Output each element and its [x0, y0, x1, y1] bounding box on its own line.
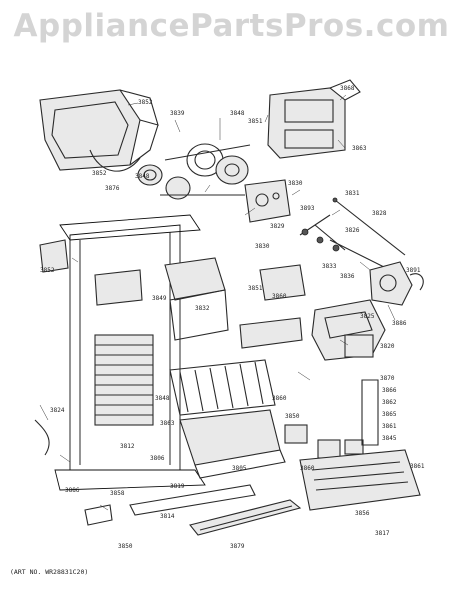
callout: 3852: [92, 170, 107, 177]
callouts: 3852 3839 3848 3851 3868 3863 3852 3848 …: [40, 85, 425, 550]
left-side-parts: [34, 239, 143, 456]
callout: 3830: [255, 243, 270, 250]
callout: 3886: [392, 320, 407, 327]
callout: 3836: [340, 273, 355, 280]
wire-shelf: [169, 359, 276, 416]
leader-lines: [39, 94, 396, 511]
callout: 3812: [120, 443, 135, 450]
callout: 3820: [380, 343, 395, 350]
water-valve: [369, 261, 424, 306]
callout: 3870: [380, 375, 395, 382]
ice-maker: [311, 299, 386, 361]
callout: 3865: [382, 411, 397, 418]
freezer-shelf: [164, 257, 229, 341]
callout: 3879: [230, 543, 245, 550]
callout: 3819: [170, 483, 185, 490]
access-panel: [239, 264, 306, 349]
callout: 3850: [285, 413, 300, 420]
callout: 3860: [300, 465, 315, 472]
callout: 3876: [105, 185, 120, 192]
drain-pan: [299, 449, 421, 511]
small-parts-right: [284, 379, 379, 459]
callout: 3805: [232, 465, 247, 472]
callout: 3817: [375, 530, 390, 537]
callout: 3862: [382, 399, 397, 406]
callout: 3814: [160, 513, 175, 520]
callout: 3858: [110, 490, 125, 497]
damper-linkage: [299, 197, 406, 271]
crisper-drawer: [179, 409, 286, 479]
ice-bucket: [39, 89, 159, 172]
callout: 3826: [345, 227, 360, 234]
callout: 3831: [345, 190, 360, 197]
callout: 3852: [138, 99, 153, 106]
callout: 3868: [340, 85, 355, 92]
callout: 3848: [230, 110, 245, 117]
control-board: [244, 179, 291, 223]
callout: 3848: [155, 395, 170, 402]
callout: 3852: [40, 267, 55, 274]
callout: 3851: [248, 118, 263, 125]
auger-assembly: [137, 143, 251, 200]
callout: 3861: [382, 423, 397, 430]
toe-grille: [189, 499, 302, 536]
site-watermark: AppliancePartsPros.com: [13, 8, 450, 44]
callout: 3832: [195, 305, 210, 312]
callout: 3866: [382, 387, 397, 394]
dispenser-housing: [267, 79, 361, 159]
callout: 3863: [160, 420, 175, 427]
callout: 3829: [270, 223, 285, 230]
callout: 3848: [135, 173, 150, 180]
callout: 3860: [272, 395, 287, 402]
callout: 3825: [360, 313, 375, 320]
callout: 3860: [272, 293, 287, 300]
callout: 3886: [65, 487, 80, 494]
cabinet-frame: [54, 214, 206, 491]
callout: 3845: [382, 435, 397, 442]
callout: 3849: [152, 295, 167, 302]
callout: 3856: [355, 510, 370, 517]
callout: 3893: [300, 205, 315, 212]
callout: 3861: [410, 463, 425, 470]
art-number: (ART NO. WR28831C20): [10, 568, 89, 576]
base-rail: [84, 484, 256, 526]
callout: 3830: [288, 180, 303, 187]
callout: 3891: [406, 267, 421, 274]
callout: 3824: [50, 407, 65, 414]
evaporator-coil: [94, 334, 154, 426]
callout: 3850: [118, 543, 133, 550]
callout: 3828: [372, 210, 387, 217]
callout: 3863: [352, 145, 367, 152]
callout: 3806: [150, 455, 165, 462]
callout: 3851: [248, 285, 263, 292]
callout: 3839: [170, 110, 185, 117]
callout: 3833: [322, 263, 337, 270]
